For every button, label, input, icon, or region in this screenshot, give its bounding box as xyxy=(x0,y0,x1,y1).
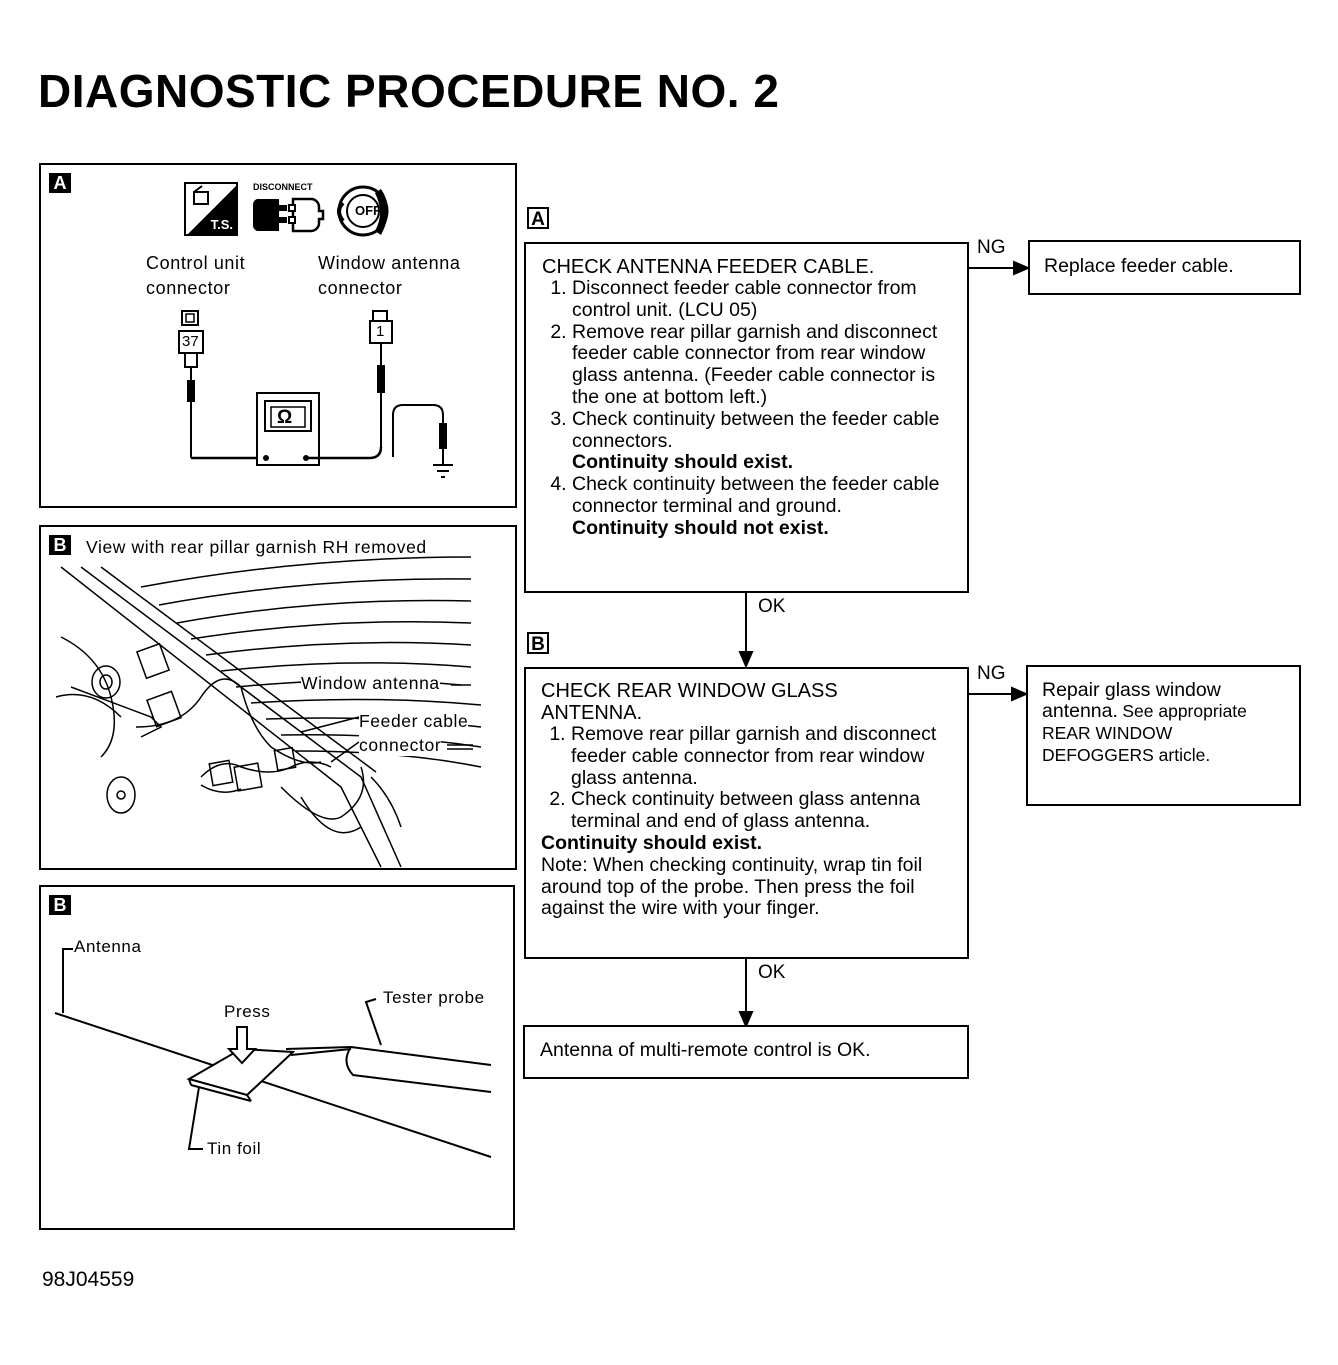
ng-result-2-rest: See appropriate REAR WINDOW DEFOGGERS ar… xyxy=(1042,701,1247,765)
document-id: 98J04559 xyxy=(42,1268,135,1291)
test-switch-graphic xyxy=(188,185,236,234)
step-b-title-line2: ANTENNA. xyxy=(541,702,643,724)
step-b-item-2: Check continuity between glass antenna t… xyxy=(571,789,953,833)
ng-label-2: NG xyxy=(977,663,1006,684)
ng-label-1: NG xyxy=(977,237,1006,258)
step-b-note2: Note: When checking continuity, wrap tin… xyxy=(541,853,923,920)
ohm-symbol: Ω xyxy=(277,407,293,428)
tin-foil-probe-illustration xyxy=(54,948,492,1158)
ng-result-2-body: antenna. See appropriate REAR WINDOW DEF… xyxy=(1042,701,1285,767)
continuity-wiring-diagram xyxy=(178,310,453,478)
ng-result-2-antenna: antenna. xyxy=(1042,700,1118,722)
tin-foil-callout: Tin foil xyxy=(207,1139,262,1158)
antenna-callout: Antenna xyxy=(74,937,142,956)
ok-label-1: OK xyxy=(758,596,786,617)
tester-probe-callout: Tester probe xyxy=(383,988,485,1007)
panel-b-tin-foil-illustration: B Antenna Press Tester probe Tin foil xyxy=(39,885,515,1230)
panel-a-connector-diagram: A T.S. DISCONNECT OFF Control unit conne… xyxy=(39,163,517,508)
ng-result-2-line1: Repair glass window xyxy=(1042,679,1221,701)
ignition-off-label: OFF xyxy=(355,203,381,218)
panel-b2-tag: B xyxy=(49,895,71,915)
final-result-text: Antenna of multi-remote control is OK. xyxy=(540,1039,871,1061)
step-b-tag: B xyxy=(527,632,549,655)
control-unit-label-line1: Control unit xyxy=(146,253,246,273)
ignition-off-icon xyxy=(337,185,389,237)
ok-label-2: OK xyxy=(758,962,786,983)
window-antenna-label-line2: connector xyxy=(318,278,403,298)
ng-result-1-box: Replace feeder cable. xyxy=(1028,240,1301,295)
step-a-item-3: Check continuity between the feeder cabl… xyxy=(572,408,953,474)
panel-b-pillar-view: B View with rear pillar garnish RH remov… xyxy=(39,525,517,870)
feeder-cable-callout: Feeder cable xyxy=(359,711,469,732)
step-a-tag: A xyxy=(527,207,549,230)
step-b-list: Remove rear pillar garnish and discon­ne… xyxy=(541,723,953,833)
pin-1-label: 1 xyxy=(376,323,385,340)
step-a-item-1: Disconnect feeder cable connector from c… xyxy=(572,277,953,322)
step-b-title-line1: CHECK REAR WINDOW GLASS xyxy=(541,680,838,702)
test-switch-icon: T.S. xyxy=(184,182,238,236)
step-b-item-1: Remove rear pillar garnish and discon­ne… xyxy=(571,723,953,789)
pillar-view-caption: View with rear pillar garnish RH removed xyxy=(86,537,427,557)
press-callout: Press xyxy=(224,1002,271,1021)
step-a-item-2: Remove rear pillar garnish and discon­ne… xyxy=(572,321,953,409)
window-antenna-callout: Window antenna xyxy=(301,673,440,694)
ng-result-1-text: Replace feeder cable. xyxy=(1044,255,1234,277)
disconnect-icon xyxy=(253,197,325,233)
panel-a-tag: A xyxy=(49,173,71,193)
page-title: DIAGNOSTIC PROCEDURE NO. 2 xyxy=(38,65,780,117)
step-a-item-4: Check continuity between the feeder cabl… xyxy=(572,473,953,539)
step-a-note-3: Continuity should exist. xyxy=(572,451,794,474)
step-b-note: Continuity should exist. xyxy=(541,831,763,854)
rear-pillar-illustration xyxy=(55,556,482,868)
panel-b1-tag: B xyxy=(49,535,71,555)
step-a-box: CHECK ANTENNA FEEDER CABLE. Disconnect f… xyxy=(524,242,969,593)
test-switch-label: T.S. xyxy=(210,217,233,232)
disconnect-label: DISCONNECT xyxy=(253,182,313,192)
step-a-list: Disconnect feeder cable connector from c… xyxy=(542,277,953,540)
control-unit-label-line2: connector xyxy=(146,278,231,298)
ng-result-2-box: Repair glass window antenna. See appropr… xyxy=(1026,665,1301,806)
final-result-box: Antenna of multi-remote control is OK. xyxy=(523,1025,969,1079)
step-b-box: CHECK REAR WINDOW GLASS ANTENNA. Remove … xyxy=(524,667,969,959)
step-a-note-4: Continuity should not exist. xyxy=(572,516,829,539)
step-a-title: CHECK ANTENNA FEEDER CABLE. xyxy=(542,256,875,278)
pin-37-label: 37 xyxy=(182,333,199,350)
window-antenna-label-line1: Window antenna xyxy=(318,253,461,273)
connector-callout: connector xyxy=(359,735,442,756)
